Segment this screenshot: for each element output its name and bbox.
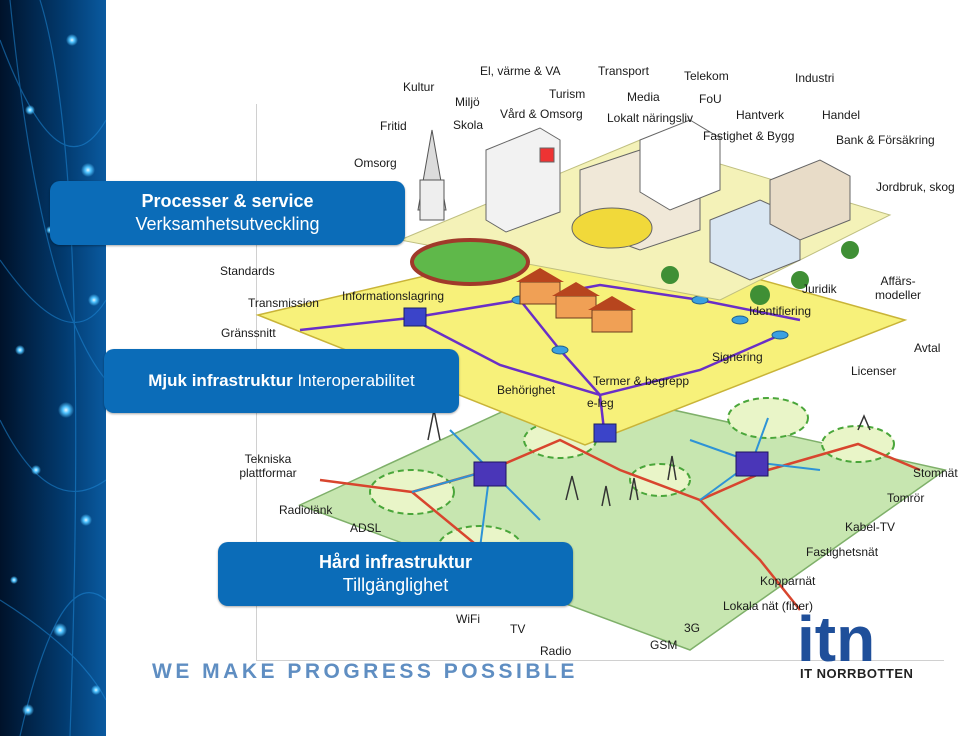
label-fritid: Fritid — [380, 119, 407, 133]
label-telekom: Telekom — [684, 69, 729, 83]
label-behorighet: Behörighet — [497, 383, 555, 397]
logo-text: itn — [797, 605, 875, 675]
label-wifi: WiFi — [456, 612, 480, 626]
soft-infra-box-title: Mjuk infrastruktur — [148, 371, 293, 390]
label-standards: Standards — [220, 264, 275, 278]
label-transmission: Transmission — [248, 296, 319, 310]
label-tv: TV — [510, 622, 525, 636]
soft-infra-box-subtitle: Interoperabilitet — [298, 371, 415, 390]
label-media: Media — [627, 90, 660, 104]
tagline: WE MAKE PROGRESS POSSIBLE — [152, 660, 578, 684]
process-box: Processer & service Verksamhetsutvecklin… — [50, 181, 405, 245]
label-affars: Affärs- — [880, 274, 915, 288]
label-industri: Industri — [795, 71, 834, 85]
label-tekniska: Tekniska — [245, 452, 292, 466]
label-adsl: ADSL — [350, 521, 381, 535]
label-transport: Transport — [598, 64, 649, 78]
label-plattformar: plattformar — [239, 466, 296, 480]
label-gsm: GSM — [650, 638, 677, 652]
label-e-leg: e-leg — [587, 396, 614, 410]
label-vard-omsorg: Vård & Omsorg — [500, 107, 583, 121]
label-el-varme-va: El, värme & VA — [480, 64, 560, 78]
process-box-subtitle: Verksamhetsutveckling — [50, 214, 405, 235]
label-juridik: Juridik — [802, 282, 837, 296]
hard-infra-box: Hård infrastruktur Tillgänglighet — [218, 542, 573, 606]
label-fastighet-bygg: Fastighet & Bygg — [703, 129, 794, 143]
label-kultur: Kultur — [403, 80, 434, 94]
label-handel: Handel — [822, 108, 860, 122]
label-turism: Turism — [549, 87, 585, 101]
hard-infra-box-subtitle: Tillgänglighet — [218, 575, 573, 596]
label-radiolank: Radiolänk — [279, 503, 332, 517]
label-tomror: Tomrör — [887, 491, 924, 505]
label-identifiering: Identifiering — [749, 304, 811, 318]
label-affarsmodeller: Affärs- modeller — [870, 274, 926, 302]
label-lokalt-naringsliv: Lokalt näringsliv — [607, 111, 693, 125]
label-granssnitt: Gränssnitt — [221, 326, 276, 340]
label-bank-forsakring: Bank & Försäkring — [836, 133, 935, 147]
label-tekniska-plattformar: Tekniska plattformar — [236, 452, 300, 480]
label-jordbruk-skog: Jordbruk, skog — [876, 180, 955, 194]
label-fastighetsnat: Fastighetsnät — [806, 545, 878, 559]
label-termer-begrepp: Termer & begrepp — [593, 374, 689, 388]
label-kabel-tv: Kabel-TV — [845, 520, 895, 534]
label-licenser: Licenser — [851, 364, 896, 378]
label-miljo: Miljö — [455, 95, 480, 109]
label-fou: FoU — [699, 92, 722, 106]
logo-subtitle: IT NORRBOTTEN — [800, 666, 913, 681]
label-hantverk: Hantverk — [736, 108, 784, 122]
label-omsorg: Omsorg — [354, 156, 397, 170]
label-avtal: Avtal — [914, 341, 940, 355]
label-radio: Radio — [540, 644, 571, 658]
soft-infra-box: Mjuk infrastruktur Interoperabilitet — [104, 349, 459, 413]
label-modeller: modeller — [875, 288, 921, 302]
process-box-title: Processer & service — [50, 191, 405, 212]
label-kopparnat: Kopparnät — [760, 574, 815, 588]
label-stomnat: Stomnät — [913, 466, 958, 480]
label-skola: Skola — [453, 118, 483, 132]
label-3g: 3G — [684, 621, 700, 635]
label-signering: Signering — [712, 350, 763, 364]
label-informationslagring: Informationslagring — [342, 289, 444, 303]
hard-infra-box-title: Hård infrastruktur — [218, 552, 573, 573]
